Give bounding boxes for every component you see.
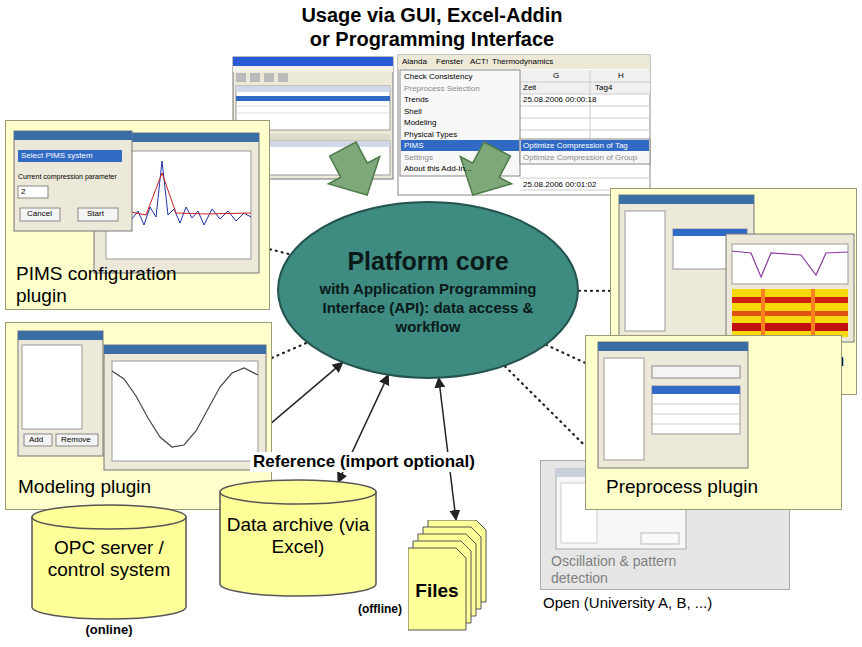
node-sublabel: with Application Programming Interface (… bbox=[312, 280, 544, 336]
diagram-title: Usage via GUI, Excel-Addin or Programmin… bbox=[292, 3, 572, 51]
screenshot-text: PIMS bbox=[404, 141, 424, 151]
screenshot-text: Shell bbox=[404, 107, 422, 117]
screenshot-text: Fenster bbox=[436, 57, 463, 67]
screenshot-text: H bbox=[618, 71, 624, 81]
usage-arrow bbox=[317, 135, 393, 208]
screenshot-text: Remove bbox=[61, 435, 91, 445]
screenshot-text: Zeit bbox=[523, 83, 536, 93]
dotted-link bbox=[546, 345, 585, 363]
dotted-link bbox=[270, 249, 291, 254]
screenshot-text: Tag4 bbox=[595, 83, 612, 93]
dotted-link bbox=[578, 290, 610, 292]
node-label: OPC server / control system bbox=[38, 537, 180, 581]
node-label: PIMS configuration plugin bbox=[16, 263, 226, 307]
plugin-box: Modeling plugin Add Remove bbox=[5, 322, 272, 510]
annotation-label: Reference (import optional) bbox=[250, 452, 478, 472]
node-sublabel: Open (University A, B, ...) bbox=[543, 594, 803, 612]
screenshot-text: Start bbox=[87, 209, 104, 219]
node-label: Files bbox=[408, 580, 466, 602]
screenshot-text: 25.08.2006 00:00:18 bbox=[523, 95, 596, 105]
screenshot-text: Cancel bbox=[27, 209, 52, 219]
screenshot-text: Physical Types bbox=[404, 130, 457, 140]
screenshot-text: Settings bbox=[404, 153, 433, 163]
node-label: Preprocess plugin bbox=[606, 476, 826, 498]
plugin-box: Preprocess plugin bbox=[585, 335, 842, 510]
screenshot-text: Trends bbox=[404, 95, 429, 105]
screenshot-text: About this Add-In... bbox=[404, 164, 472, 174]
reference-arrow bbox=[439, 378, 456, 520]
file-stack-node: Files bbox=[408, 520, 488, 635]
screenshot-text: Preprocess Selection bbox=[404, 84, 480, 94]
database-cylinder: OPC server / control system (online) bbox=[30, 503, 188, 640]
node-sublabel: (online) bbox=[30, 622, 188, 638]
screenshot-text: 25.08.2006 00:01:02 bbox=[523, 180, 596, 190]
plugin-box: PIMS configuration plugin Select PIMS sys… bbox=[5, 120, 270, 310]
core-ellipse-node: Platform core with Application Programmin… bbox=[276, 200, 580, 380]
screenshot-text: Alanda bbox=[402, 57, 427, 67]
screenshot-text: Thermodynamics bbox=[492, 57, 553, 67]
screenshot-text: Select PIMS system bbox=[21, 151, 93, 161]
screenshot-text: Check Consistency bbox=[404, 72, 472, 82]
screenshot-text: Optimize Compression of Group bbox=[523, 153, 637, 163]
file-stack bbox=[408, 520, 488, 635]
screenshot-text: Current compression parameter bbox=[18, 173, 117, 181]
screenshot-text: 2 bbox=[21, 187, 25, 197]
node-label: Oscillation & pattern detection bbox=[551, 553, 711, 587]
excel-screenshot bbox=[398, 55, 650, 195]
screenshot-text: G bbox=[553, 71, 559, 81]
screenshot-text: ACT! bbox=[470, 57, 488, 67]
node-label: Data archive (via Excel) bbox=[226, 514, 370, 558]
screenshot-text: Optimize Compression of Tag bbox=[523, 141, 628, 151]
screenshot-text: Add bbox=[29, 435, 43, 445]
screenshot-text: Modeling bbox=[404, 118, 436, 128]
node-label: Platform core bbox=[276, 246, 580, 276]
node-label: Modeling plugin bbox=[18, 476, 238, 498]
database-cylinder: Data archive (via Excel)(offline) bbox=[218, 478, 378, 628]
dotted-link bbox=[272, 342, 308, 357]
